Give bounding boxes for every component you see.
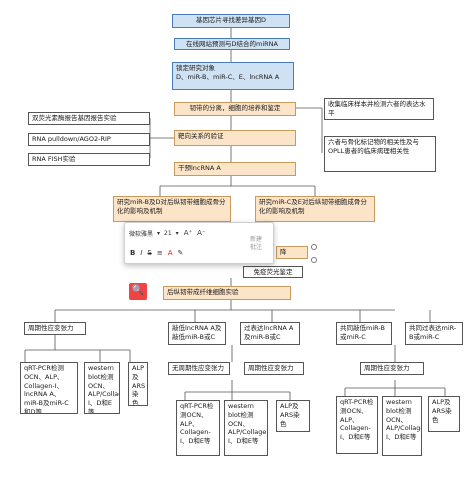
flow-node-fibroblast[interactable]: 后纵韧带成纤维细胞实验 <box>163 286 291 300</box>
branch-strain-2[interactable]: 周期性应变张力 <box>244 362 304 375</box>
bold-button[interactable]: B <box>130 249 136 257</box>
text-format-toolbar: 微软雅黑 ▾ 21 ▾ A⁺ A⁻ B I S ≡ A ✎ <box>124 222 274 264</box>
italic-button[interactable]: I <box>140 249 143 257</box>
flow-node-intervene-lncrna[interactable]: 干预lncRNA A <box>174 162 296 176</box>
side-node-correlation[interactable]: 六者与骨化标记物的相关性及与OPLL患者的临床病理相关性 <box>324 136 436 172</box>
chevron-down-icon[interactable]: ▾ <box>157 229 161 237</box>
branch-no-strain[interactable]: 无周期性应变张力 <box>168 362 230 375</box>
font-decrease-icon[interactable]: A⁻ <box>197 229 206 237</box>
side-node-fish[interactable]: RNA FISH实验 <box>28 153 150 166</box>
branch-strain-3[interactable]: 周期性应变张力 <box>360 362 424 375</box>
branch-cyclic-strain[interactable]: 周期性应变张力 <box>24 322 86 335</box>
leaf-alp-2[interactable]: ALP及ARS染色 <box>276 400 310 432</box>
flow-node-study-mirb[interactable]: 研究miR-B及D对后纵韧带细胞成骨分化的影响及机制 <box>113 196 231 222</box>
chevron-down-icon[interactable]: ▾ <box>175 229 179 237</box>
resize-handle[interactable] <box>311 244 317 250</box>
align-icon[interactable]: ≡ <box>156 249 163 257</box>
resize-handle[interactable] <box>311 257 317 263</box>
side-node-pulldown[interactable]: RNA pulldown/AGO2-RIP <box>28 133 150 146</box>
flow-node-ligament-isolation[interactable]: 韧带的分离，细胞的培养和鉴定 <box>174 102 296 116</box>
flow-node-partial[interactable]: 降 <box>276 246 308 259</box>
flow-node-predict-mirna[interactable]: 在线网站预测与D结合的miRNA <box>174 38 290 50</box>
leaf-western-3[interactable]: western blot检测OCN、ALP/Collagen-I、D和E等 <box>382 396 422 456</box>
font-size-select[interactable]: 21 <box>164 229 172 237</box>
strikethrough-button[interactable]: S <box>147 249 152 257</box>
branch-co-knockdown[interactable]: 共同敲低miR-B或miR-C <box>336 322 392 345</box>
font-color-button[interactable]: A <box>167 249 173 257</box>
flow-node-gene-chip[interactable]: 基因芯片寻找差异基因D <box>172 14 290 28</box>
branch-knockdown[interactable]: 敲低lncRNA A及敲低miR-B或C <box>168 322 226 345</box>
leaf-alp-1[interactable]: ALP及ARS染色 <box>128 362 148 406</box>
flow-node-immunofluorescence[interactable]: 免疫荧光鉴定 <box>243 266 303 278</box>
new-label[interactable]: 新建 <box>250 236 263 243</box>
branch-overexpress[interactable]: 过表达lncRNA A及miR-B或C <box>240 322 300 345</box>
flow-node-target-validation[interactable]: 靶向关系的验证 <box>174 130 296 146</box>
leaf-western-2[interactable]: western blot检测OCN、ALP/Collagen-I、D和E等 <box>224 400 268 456</box>
branch-co-overexpress[interactable]: 共同过表达miR-B或miR-C <box>405 322 463 345</box>
leaf-western-1[interactable]: western blot检测OCN、ALP/Collagen-I、D和E等 <box>84 362 120 414</box>
side-node-luciferase[interactable]: 双荧光素酶报告基因报告实验 <box>28 112 150 125</box>
comment-actions[interactable]: 新建 批注 <box>250 236 262 253</box>
side-node-collect-samples[interactable]: 收集临床样本并检测六者的表达水平 <box>324 98 434 120</box>
flow-node-study-mirc[interactable]: 研究miR-C及E对后纵韧带细胞成骨分化的影响及机制 <box>255 196 375 222</box>
leaf-qrt-pcr-3[interactable]: qRT-PCR检测OCN、ALP、Collagen-I、D和E等 <box>336 396 378 454</box>
font-family-select[interactable]: 微软雅黑 <box>129 230 154 238</box>
font-increase-icon[interactable]: A⁺ <box>183 229 193 237</box>
flow-node-lock-targets[interactable]: 锁定研究对象 D、miR-B、miR-C、E、lncRNA A <box>172 62 294 90</box>
comment-label[interactable]: 批注 <box>250 244 263 252</box>
leaf-alp-3[interactable]: ALP及ARS染色 <box>428 396 460 432</box>
leaf-qrt-pcr-2[interactable]: qRT-PCR检测OCN、ALP、Collagen-I、D和E等 <box>176 400 220 456</box>
leaf-qrt-pcr-1[interactable]: qRT-PCR检测OCN、ALP、Collagen-I、lncRNA A、miR… <box>20 362 78 414</box>
highlight-icon[interactable]: ✎ <box>177 249 184 257</box>
search-icon[interactable]: 🔍 <box>129 283 147 300</box>
